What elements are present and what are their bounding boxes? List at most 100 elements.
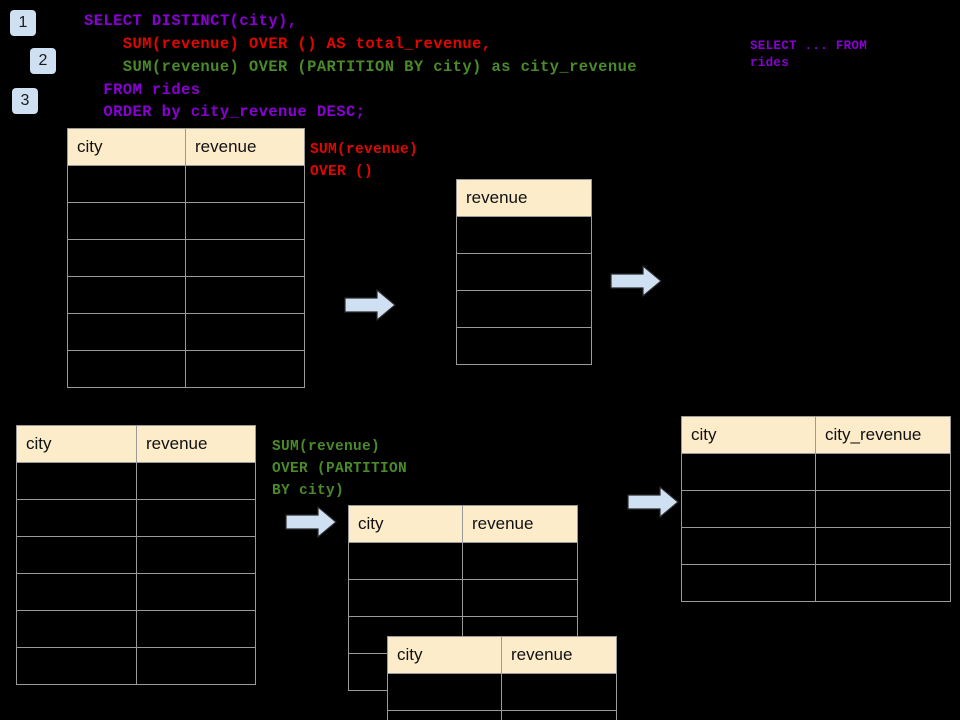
cell bbox=[462, 542, 578, 580]
step-badge-3: 3 bbox=[12, 88, 38, 114]
cell bbox=[387, 673, 502, 711]
table-row bbox=[67, 350, 305, 388]
table-row bbox=[681, 564, 951, 602]
cell bbox=[185, 276, 305, 314]
table-row bbox=[16, 536, 256, 574]
table-row bbox=[456, 327, 592, 365]
table-row bbox=[67, 239, 305, 277]
cell bbox=[185, 165, 305, 203]
cell bbox=[815, 527, 951, 565]
table-body bbox=[387, 673, 617, 720]
cell bbox=[456, 327, 592, 365]
cell bbox=[16, 610, 137, 648]
cell bbox=[681, 453, 816, 491]
cell bbox=[67, 350, 186, 388]
table-row bbox=[387, 710, 617, 720]
table-row bbox=[681, 490, 951, 528]
cell bbox=[462, 579, 578, 617]
table-row bbox=[67, 202, 305, 240]
cell bbox=[16, 647, 137, 685]
cell bbox=[185, 313, 305, 351]
cell bbox=[185, 202, 305, 240]
table-row bbox=[456, 216, 592, 254]
column-header-city: city bbox=[681, 416, 816, 454]
cell bbox=[136, 573, 256, 611]
cell bbox=[501, 710, 617, 720]
annotation-city-revenue: SUM(revenue) OVER (PARTITION BY city) bbox=[272, 439, 408, 499]
table-row bbox=[16, 647, 256, 685]
table-row bbox=[67, 276, 305, 314]
column-header-revenue: revenue bbox=[462, 505, 578, 543]
cell bbox=[815, 564, 951, 602]
table-body bbox=[681, 453, 951, 602]
step-badge-1: 1 bbox=[10, 10, 36, 36]
table-source-bottom: city revenue bbox=[16, 425, 256, 685]
table-body bbox=[67, 165, 305, 388]
table-partition-front: city revenue bbox=[387, 636, 617, 720]
table-row bbox=[456, 253, 592, 291]
cell bbox=[815, 490, 951, 528]
cell bbox=[136, 610, 256, 648]
column-header-city-revenue: city_revenue bbox=[815, 416, 951, 454]
table-row bbox=[456, 290, 592, 328]
table-header-row: city revenue bbox=[67, 128, 305, 166]
table-body bbox=[16, 462, 256, 685]
cell bbox=[348, 579, 463, 617]
table-row bbox=[67, 313, 305, 351]
cell bbox=[681, 564, 816, 602]
cell bbox=[456, 216, 592, 254]
cell bbox=[16, 536, 137, 574]
cell bbox=[456, 290, 592, 328]
sql-line-order-by: ORDER by city_revenue DESC; bbox=[84, 103, 366, 121]
table-result: city city_revenue bbox=[681, 416, 951, 602]
cell bbox=[387, 710, 502, 720]
step-badge-2: 2 bbox=[30, 48, 56, 74]
arrow-right-icon-bottom-right bbox=[627, 485, 679, 519]
table-row bbox=[681, 453, 951, 491]
cell bbox=[185, 239, 305, 277]
column-header-city: city bbox=[387, 636, 502, 674]
column-header-revenue: revenue bbox=[185, 128, 305, 166]
sql-line-total-revenue: SUM(revenue) OVER () AS total_revenue, bbox=[84, 35, 492, 53]
table-row bbox=[681, 527, 951, 565]
cell bbox=[136, 647, 256, 685]
cell bbox=[16, 499, 137, 537]
cell bbox=[456, 253, 592, 291]
table-header-row: city revenue bbox=[348, 505, 578, 543]
cell bbox=[681, 490, 816, 528]
cell bbox=[136, 462, 256, 500]
cell bbox=[681, 527, 816, 565]
column-header-revenue: revenue bbox=[456, 179, 592, 217]
cell bbox=[16, 573, 137, 611]
sql-line-select: SELECT DISTINCT(city), bbox=[84, 12, 298, 30]
table-header-row: city revenue bbox=[16, 425, 256, 463]
arrow-right-icon-top-left bbox=[344, 288, 396, 322]
cell bbox=[67, 276, 186, 314]
table-row bbox=[16, 610, 256, 648]
column-header-revenue: revenue bbox=[501, 636, 617, 674]
table-header-row: city revenue bbox=[387, 636, 617, 674]
cell bbox=[185, 350, 305, 388]
cell bbox=[815, 453, 951, 491]
sql-line-from: FROM rides bbox=[84, 81, 201, 99]
table-row bbox=[348, 542, 578, 580]
arrow-right-icon-top-right bbox=[610, 264, 662, 298]
cell bbox=[67, 165, 186, 203]
table-header-row: city city_revenue bbox=[681, 416, 951, 454]
table-row bbox=[16, 499, 256, 537]
cell bbox=[348, 542, 463, 580]
column-header-city: city bbox=[67, 128, 186, 166]
cell bbox=[67, 239, 186, 277]
table-row bbox=[16, 462, 256, 500]
arrow-right-icon-bottom-left bbox=[285, 505, 337, 539]
cell bbox=[67, 313, 186, 351]
annotation-total-revenue: SUM(revenue) OVER () bbox=[310, 142, 419, 180]
table-row bbox=[67, 165, 305, 203]
cell bbox=[67, 202, 186, 240]
column-header-city: city bbox=[348, 505, 463, 543]
table-row bbox=[16, 573, 256, 611]
side-note-select-from: SELECT ... FROM rides bbox=[750, 39, 868, 70]
table-row bbox=[348, 579, 578, 617]
cell bbox=[136, 536, 256, 574]
